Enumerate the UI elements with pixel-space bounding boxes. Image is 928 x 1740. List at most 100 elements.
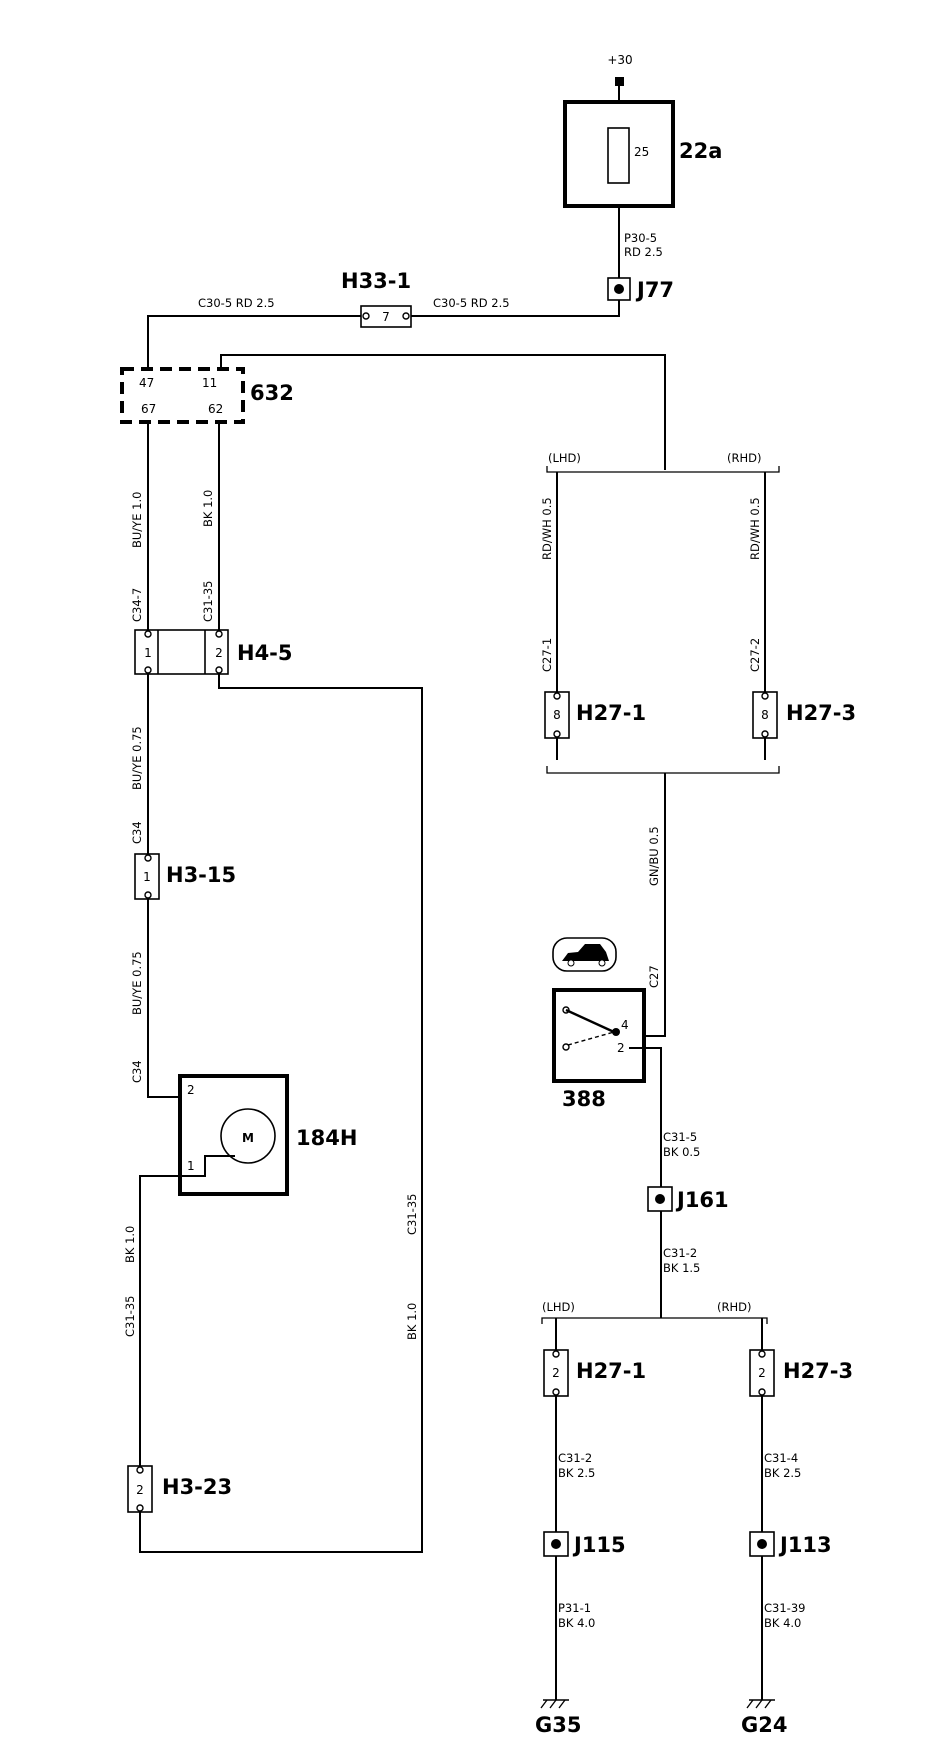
- wire-c31-2-b-spec: BK 2.5: [558, 1466, 595, 1480]
- wire-c27-1-label: C27-1: [540, 638, 554, 672]
- wire-c34-7-label: C34-7: [130, 588, 144, 622]
- motor-pin-2: 2: [187, 1083, 195, 1097]
- connector-h27-3-bottom-pin: 2: [758, 1366, 766, 1380]
- variant-bracket-bottom: [541, 1317, 768, 1324]
- wire-bu-ye-075-a-label: BU/YE 0.75: [130, 726, 144, 790]
- connector-h33-1: 7 H33-1: [341, 269, 412, 328]
- wire-relay-11-to-switch-bus: [220, 354, 666, 470]
- connector-h4-5-pin-1: 1: [144, 646, 152, 660]
- wire-c31-39-spec: BK 4.0: [764, 1616, 801, 1630]
- connector-h27-1-top-pin: 8: [553, 708, 561, 722]
- connector-h27-1-bottom-pin: 2: [552, 1366, 560, 1380]
- wire-bk-1-0-motor-pin1: [139, 1155, 235, 1466]
- wire-c27-2-label: C27-2: [748, 638, 762, 672]
- connector-h33-1-label: H33-1: [341, 269, 411, 293]
- wire-c30-5-right-label: C30-5 RD 2.5: [433, 296, 510, 310]
- connector-h3-15-label: H3-15: [166, 863, 236, 887]
- variant-bracket-top: [546, 466, 780, 473]
- connector-h27-3-bottom: 2 H27-3: [749, 1349, 853, 1397]
- connector-h3-15: 1 H3-15: [134, 853, 236, 900]
- connector-h33-1-pin-right: [402, 312, 410, 320]
- fuse-22a: 25 22a: [563, 100, 722, 208]
- supply-terminal: +30: [607, 53, 633, 86]
- wire-c31-5-id: C31-5: [663, 1130, 697, 1144]
- connector-h4-5: 1 2 H4-5: [134, 629, 293, 675]
- motor-symbol-letter: M: [242, 1131, 254, 1145]
- connector-h27-3-bottom-label: H27-3: [783, 1359, 853, 1383]
- ground-icon: [746, 1699, 775, 1709]
- supply-terminal-symbol: [615, 77, 624, 86]
- connector-h33-1-pin: 7: [382, 310, 390, 324]
- switch-388-box: [552, 988, 646, 1083]
- wire-c31-35-b-label: C31-35: [123, 1296, 137, 1337]
- switch-pin-2: 2: [617, 1041, 625, 1055]
- wire-c31-2-a-id: C31-2: [663, 1246, 697, 1260]
- relay-box-632: 47 11 67 62 632: [120, 367, 294, 424]
- wire-c30-5-left-label: C30-5 RD 2.5: [198, 296, 275, 310]
- junction-j77-label: J77: [635, 278, 674, 302]
- switch-pin-4: 4: [621, 1018, 629, 1032]
- wire-c30-5-right: [410, 300, 620, 317]
- wire-c31-2-b-id: C31-2: [558, 1451, 592, 1465]
- motor-184h: M 2 1 184H: [178, 1074, 357, 1196]
- connector-h27-1-top: 8 H27-1: [544, 691, 646, 739]
- wire-c31-39-id: C31-39: [764, 1601, 805, 1615]
- connector-h27-1-bottom: 2 H27-1: [543, 1349, 646, 1397]
- wire-c31-2-a-spec: BK 1.5: [663, 1261, 700, 1275]
- junction-j113: J113: [749, 1531, 832, 1557]
- wire-c31-4-spec: BK 2.5: [764, 1466, 801, 1480]
- connector-h33-1-pin-left: [362, 312, 370, 320]
- connector-h27-3-top: 8 H27-3: [752, 691, 856, 739]
- junction-j77-dot: [614, 284, 624, 294]
- wire-p30-5-spec: RD 2.5: [624, 245, 663, 259]
- wire-c34-a-label: C34: [130, 821, 144, 844]
- junction-j115-label: J115: [572, 1533, 626, 1557]
- variant-lhd-top: (LHD): [548, 451, 581, 465]
- junction-j77: J77: [607, 277, 674, 302]
- wire-c31-35-a-label: C31-35: [201, 581, 215, 622]
- relay-pin-47: 47: [139, 376, 154, 390]
- variant-rhd-top: (RHD): [727, 451, 761, 465]
- variant-rhd-bottom: (RHD): [717, 1300, 751, 1314]
- wire-bu-ye-1-0-label: BU/YE 1.0: [130, 492, 144, 548]
- junction-j115: J115: [543, 1531, 626, 1557]
- wire-rd-wh-rhd-label: RD/WH 0.5: [748, 497, 762, 560]
- wire-gn-bu-label: GN/BU 0.5: [647, 826, 661, 886]
- ground-icon: [540, 1699, 569, 1709]
- variant-bracket-mid: [546, 766, 780, 774]
- wire-bk-1-0-c-sub: C31-35: [405, 1194, 419, 1235]
- fuse-label: 22a: [679, 139, 722, 163]
- relay-box-632-outline: [120, 367, 245, 424]
- connector-h27-1-top-label: H27-1: [576, 701, 646, 725]
- wire-bk-1-0-return: [139, 674, 423, 1553]
- wire-c34-b-label: C34: [130, 1060, 144, 1083]
- supply-label: +30: [607, 53, 632, 67]
- connector-h3-15-pin: 1: [143, 870, 151, 884]
- wire-p31-1-id: P31-1: [558, 1601, 591, 1615]
- relay-box-632-label: 632: [250, 381, 294, 405]
- connector-h3-23-label: H3-23: [162, 1475, 232, 1499]
- wire-c31-5: [629, 1047, 662, 1187]
- switch-388: 4 2 388: [552, 988, 646, 1111]
- wire-c27-label: C27: [647, 965, 661, 988]
- junction-j113-label: J113: [778, 1533, 832, 1557]
- connector-h4-5-label: H4-5: [237, 641, 293, 665]
- wire-c30-5-left: [147, 315, 366, 369]
- connector-h33-1-body: [360, 305, 412, 328]
- connector-h4-5-body: [134, 629, 229, 675]
- wire-c31-5-spec: BK 0.5: [663, 1145, 700, 1159]
- junction-j161: J161: [647, 1186, 729, 1212]
- car-hood-icon: [552, 937, 617, 972]
- relay-pin-11: 11: [202, 376, 217, 390]
- connector-h27-3-top-pin: 8: [761, 708, 769, 722]
- motor-184h-label: 184H: [296, 1126, 357, 1150]
- wire-bu-ye-075-b-label: BU/YE 0.75: [130, 951, 144, 1015]
- ground-g24-label: G24: [741, 1713, 787, 1737]
- relay-pin-62: 62: [208, 402, 223, 416]
- connector-h4-5-pin-2: 2: [215, 646, 223, 660]
- wire-rd-wh-lhd-label: RD/WH 0.5: [540, 497, 554, 560]
- connector-h3-23: 2 H3-23: [127, 1465, 232, 1513]
- wire-bk-1-0-b-label: BK 1.0: [123, 1226, 137, 1263]
- wire-p31-1-spec: BK 4.0: [558, 1616, 595, 1630]
